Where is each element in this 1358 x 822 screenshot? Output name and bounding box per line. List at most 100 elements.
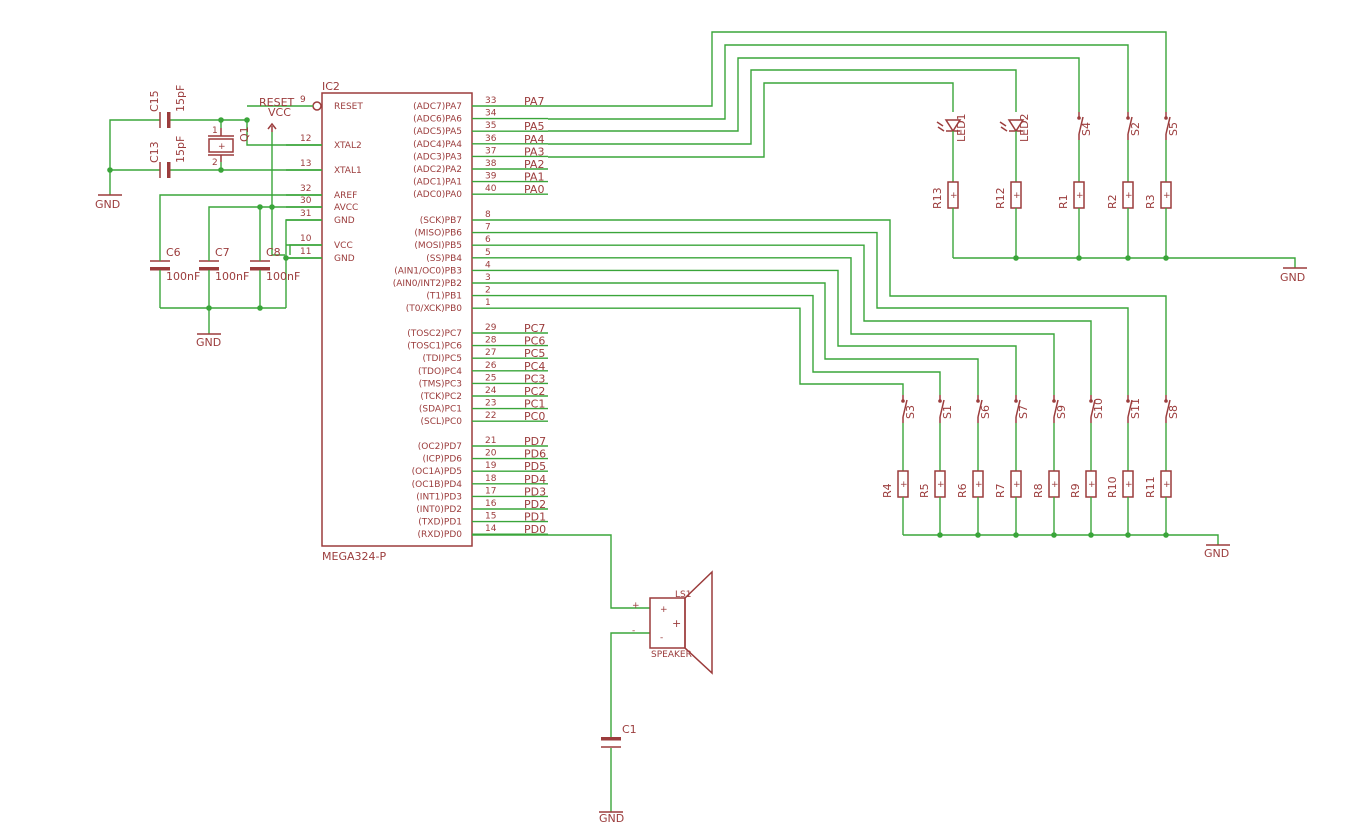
net-label: PD0 bbox=[524, 523, 546, 536]
ic-pin-name: (TDO)PC4 bbox=[418, 367, 462, 377]
switch-label: S1 bbox=[941, 405, 954, 419]
q1-name: Q1 bbox=[238, 126, 251, 142]
ic-pin-number: 13 bbox=[300, 159, 311, 169]
ic-pin-number: 27 bbox=[485, 348, 496, 358]
ic-pin-name: (AIN0/INT2)PB2 bbox=[393, 279, 462, 289]
speaker-minus: - bbox=[660, 633, 663, 643]
ic-pin-number: 17 bbox=[485, 486, 496, 496]
ic-pin-name: (OC1B)PD4 bbox=[412, 480, 463, 490]
resistor-label: R12 bbox=[994, 187, 1007, 209]
gnd-label-portb: GND bbox=[1204, 547, 1229, 560]
ic-pin-name: (ADC1)PA1 bbox=[413, 178, 462, 188]
svg-text:+: + bbox=[218, 142, 226, 152]
capacitor-c15: C15 15pF bbox=[148, 85, 187, 128]
switch-label: S9 bbox=[1055, 405, 1068, 419]
port-b-branch-s3: S3+R4 bbox=[881, 395, 917, 535]
speaker-ls1: LS1 SPEAKER + - + - + bbox=[632, 570, 713, 675]
q1-pin1: 1 bbox=[212, 126, 218, 136]
ic-pin-name: (ICP)PD6 bbox=[423, 455, 463, 465]
switch-label: S7 bbox=[1017, 405, 1030, 419]
switch-label: S11 bbox=[1129, 398, 1142, 419]
resistor-label: R10 bbox=[1106, 476, 1119, 498]
svg-text:+: + bbox=[672, 617, 681, 630]
speaker-label: SPEAKER bbox=[651, 650, 692, 660]
gnd-label-porta: GND bbox=[1280, 271, 1305, 284]
ic-pin-name: (OC1A)PD5 bbox=[412, 467, 462, 477]
switch-label: S8 bbox=[1167, 405, 1180, 419]
ic-pin-number: 7 bbox=[485, 223, 491, 233]
resistor-label: R9 bbox=[1069, 483, 1082, 498]
net-label: PD5 bbox=[524, 460, 546, 473]
ic-pin-number: 19 bbox=[485, 461, 497, 471]
net-label: PA2 bbox=[524, 158, 544, 171]
switch-label: S2 bbox=[1129, 122, 1142, 136]
switch-label: S4 bbox=[1080, 122, 1093, 136]
ic-pin-number: 34 bbox=[485, 109, 497, 119]
ic-pin-number: 5 bbox=[485, 248, 491, 258]
ic-pin-name: (SS)PB4 bbox=[426, 254, 462, 264]
ic-pin-number: 3 bbox=[485, 273, 491, 283]
net-label: PC1 bbox=[524, 398, 545, 411]
resistor-label: R1 bbox=[1057, 194, 1070, 209]
svg-text:+: + bbox=[900, 480, 908, 490]
net-label: PA1 bbox=[524, 171, 544, 184]
resistor-label: R5 bbox=[918, 483, 931, 498]
ic-pin-name: (MISO)PB6 bbox=[414, 229, 462, 239]
switch-label: S6 bbox=[979, 405, 992, 419]
net-label: PD3 bbox=[524, 485, 546, 498]
net-label: PC2 bbox=[524, 385, 545, 398]
net-label: PD7 bbox=[524, 435, 546, 448]
net-label: PC7 bbox=[524, 322, 545, 335]
ic-pin-number: 25 bbox=[485, 373, 496, 383]
ic-pin-name: RESET bbox=[334, 102, 363, 112]
svg-text:+: + bbox=[1013, 480, 1021, 490]
net-label: PC3 bbox=[524, 372, 545, 385]
port-b-branch-s10: S10+R9 bbox=[1069, 395, 1105, 538]
resistor-label: R3 bbox=[1144, 194, 1157, 209]
cap-name: C7 bbox=[215, 246, 230, 259]
ic-pin-name: AREF bbox=[334, 191, 357, 201]
svg-text:-: - bbox=[632, 626, 635, 636]
ic-pin-name: (ADC2)PA2 bbox=[413, 165, 462, 175]
net-label: PD4 bbox=[524, 473, 546, 486]
port-b-branch-s9: S9+R8 bbox=[1032, 395, 1068, 538]
net-label: PC4 bbox=[524, 360, 545, 373]
ic-pin-name: (ADC0)PA0 bbox=[413, 190, 462, 200]
switch-label: S5 bbox=[1167, 122, 1180, 136]
ic-pin-number: 22 bbox=[485, 411, 496, 421]
ic-pin-name: (AIN1/OC0)PB3 bbox=[394, 266, 462, 276]
ic-pin-name: (TCK)PC2 bbox=[420, 392, 462, 402]
speaker-plus: + bbox=[660, 605, 668, 615]
ic-pin-name: GND bbox=[334, 254, 355, 264]
ic-pin-number: 9 bbox=[300, 95, 306, 105]
svg-text:+: + bbox=[1163, 191, 1171, 201]
ic-pin-name: (MOSI)PB5 bbox=[414, 241, 462, 251]
speaker-circuit: LS1 SPEAKER + - + - + C1 GND bbox=[472, 534, 713, 822]
ic-pin-number: 40 bbox=[485, 184, 497, 194]
svg-text:+: + bbox=[1125, 480, 1133, 490]
net-label: PC0 bbox=[524, 410, 545, 423]
ic-pin-number: 37 bbox=[485, 146, 496, 156]
ic-part: MEGA324-P bbox=[322, 550, 386, 563]
ic-pin-number: 10 bbox=[300, 234, 312, 244]
ic-pin-name: (RXD)PD0 bbox=[418, 530, 463, 540]
port-a-branch-s2: S2+R2 bbox=[1106, 112, 1142, 261]
ic-left-pins: 9RESET12XTAL213XTAL132AREF30AVCC31GND10V… bbox=[286, 95, 363, 264]
ic-pin-number: 35 bbox=[485, 121, 496, 131]
ic-pin-number: 15 bbox=[485, 512, 496, 522]
reset-net: RESET VCC bbox=[247, 96, 313, 256]
port-b-network: S3+R4S1+R5S6+R6S7+R7S9+R8S10+R9S11+R10S8… bbox=[548, 219, 1230, 560]
speaker-name: LS1 bbox=[675, 590, 691, 600]
ic-pin-number: 21 bbox=[485, 436, 496, 446]
port-a-branch-led1: LED1+R13 bbox=[931, 113, 968, 258]
ic-pin-name: (SCK)PB7 bbox=[420, 216, 462, 226]
ic-pin-name: (TDI)PC5 bbox=[422, 354, 462, 364]
net-label: PA3 bbox=[524, 145, 544, 158]
svg-text:+: + bbox=[632, 601, 640, 611]
ic-pin-number: 24 bbox=[485, 386, 497, 396]
net-label: PD6 bbox=[524, 448, 546, 461]
